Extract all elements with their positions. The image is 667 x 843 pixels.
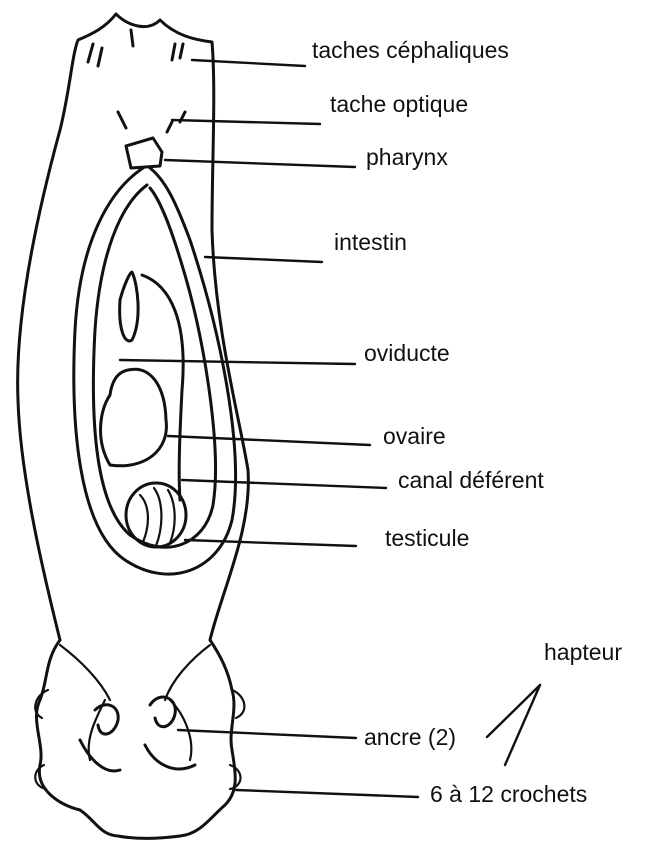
leader-tache-optique [172,120,320,124]
label-taches-cephaliques: taches céphaliques [312,37,509,63]
haptor-shape [35,640,244,838]
label-canal-deferent: canal déférent [398,467,544,493]
testis-shape [126,483,186,547]
label-pharynx: pharynx [366,144,448,170]
leader-pharynx [165,160,355,167]
vas-deferens-shape [142,275,183,500]
eye-spots [118,112,185,132]
leader-ovaire [168,436,370,445]
label-tache-optique: tache optique [330,91,468,117]
leader-lines [120,60,540,797]
label-crochets: 6 à 12 crochets [430,781,587,807]
leader-ancre [178,730,356,738]
cephalic-spots [88,30,183,66]
label-ancre: ancre (2) [364,724,456,750]
label-intestin: intestin [334,229,407,255]
pharynx-shape [126,138,162,168]
leader-hapteur-crochets [505,685,540,765]
label-ovaire: ovaire [383,423,446,449]
leader-canal-deferent [182,480,386,488]
leader-crochets [236,790,418,797]
leader-testicule [185,540,356,546]
label-hapteur: hapteur [544,639,622,665]
labels: taches céphaliques tache optique pharynx… [312,37,622,807]
label-oviducte: oviducte [364,340,450,366]
ovary-shape [101,272,167,466]
leader-taches-cephaliques [192,60,305,66]
label-testicule: testicule [385,525,469,551]
leader-hapteur-ancre [487,685,540,737]
leader-oviducte [120,360,355,364]
leader-intestin [205,257,322,262]
